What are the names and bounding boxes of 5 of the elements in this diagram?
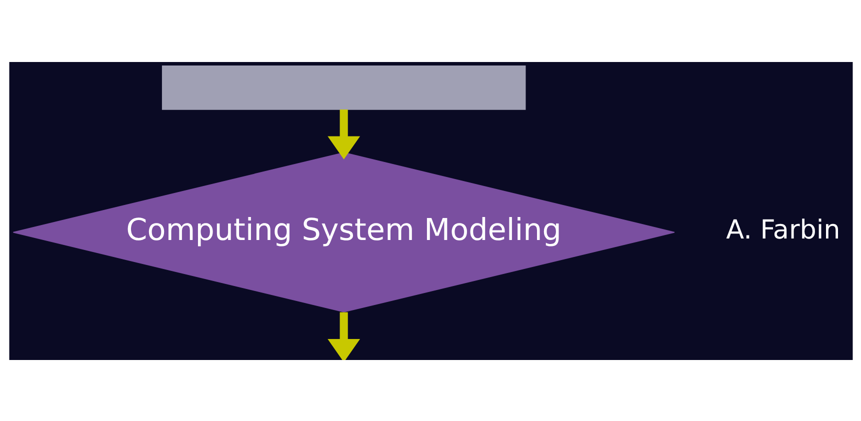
label: A. Farbin	[726, 215, 840, 246]
node-diamond: Computing System Modeling	[12, 152, 674, 312]
arrow	[327, 312, 360, 360]
node-box	[161, 65, 526, 110]
arrow	[327, 108, 360, 159]
